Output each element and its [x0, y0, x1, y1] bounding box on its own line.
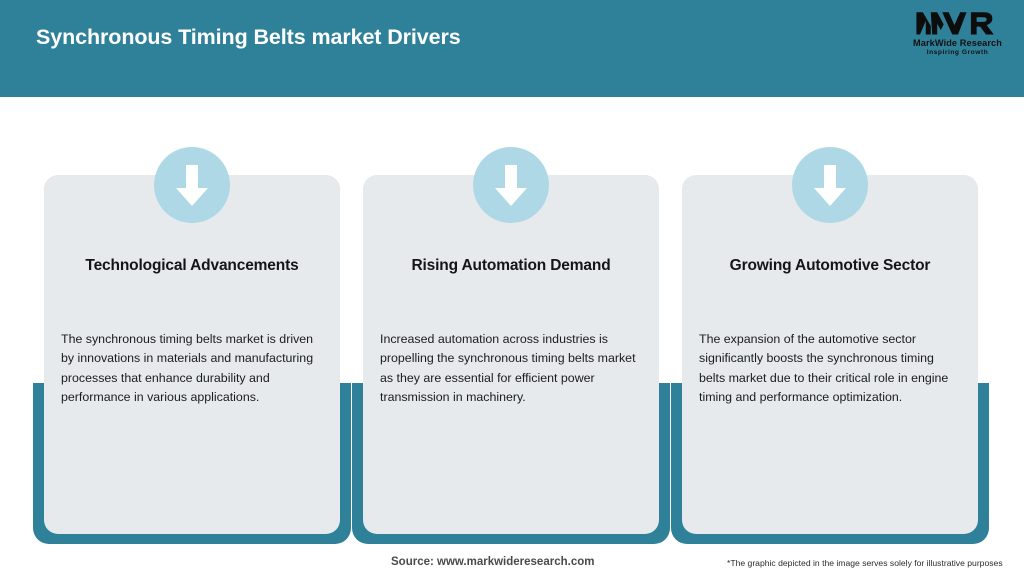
card-body: Increased automation across industries i…	[380, 332, 636, 405]
logo-tagline: Inspiring Growth	[926, 48, 989, 56]
header-bar	[0, 0, 1024, 97]
driver-card-2: Rising Automation Demand Increased autom…	[352, 147, 670, 544]
down-arrow-glyph	[495, 165, 527, 206]
down-arrow-icon	[154, 147, 230, 223]
source-label: Source: www.markwideresearch.com	[391, 556, 595, 568]
driver-card-3: Growing Automotive Sector The expansion …	[671, 147, 989, 544]
down-arrow-icon	[792, 147, 868, 223]
down-arrow-glyph	[814, 165, 846, 206]
mwr-logo-icon	[915, 12, 994, 35]
card-title: Growing Automotive Sector	[729, 257, 931, 274]
disclaimer-note: *The graphic depicted in the image serve…	[727, 558, 1003, 568]
card-title: Technological Advancements	[85, 257, 299, 274]
card-panel	[44, 175, 340, 534]
card-panel	[682, 175, 978, 534]
logo-name: MarkWide Research	[913, 38, 1002, 48]
card-panel	[363, 175, 659, 534]
brand-logo: MarkWide Research Inspiring Growth	[905, 8, 1010, 62]
page-title: Synchronous Timing Belts market Drivers	[36, 25, 461, 49]
card-body: The expansion of the automotive sector s…	[699, 332, 949, 405]
card-body: The synchronous timing belts market is d…	[61, 332, 314, 405]
down-arrow-glyph	[176, 165, 208, 206]
down-arrow-icon	[473, 147, 549, 223]
driver-card-1: Technological Advancements The synchrono…	[33, 147, 351, 544]
card-title: Rising Automation Demand	[411, 257, 611, 274]
